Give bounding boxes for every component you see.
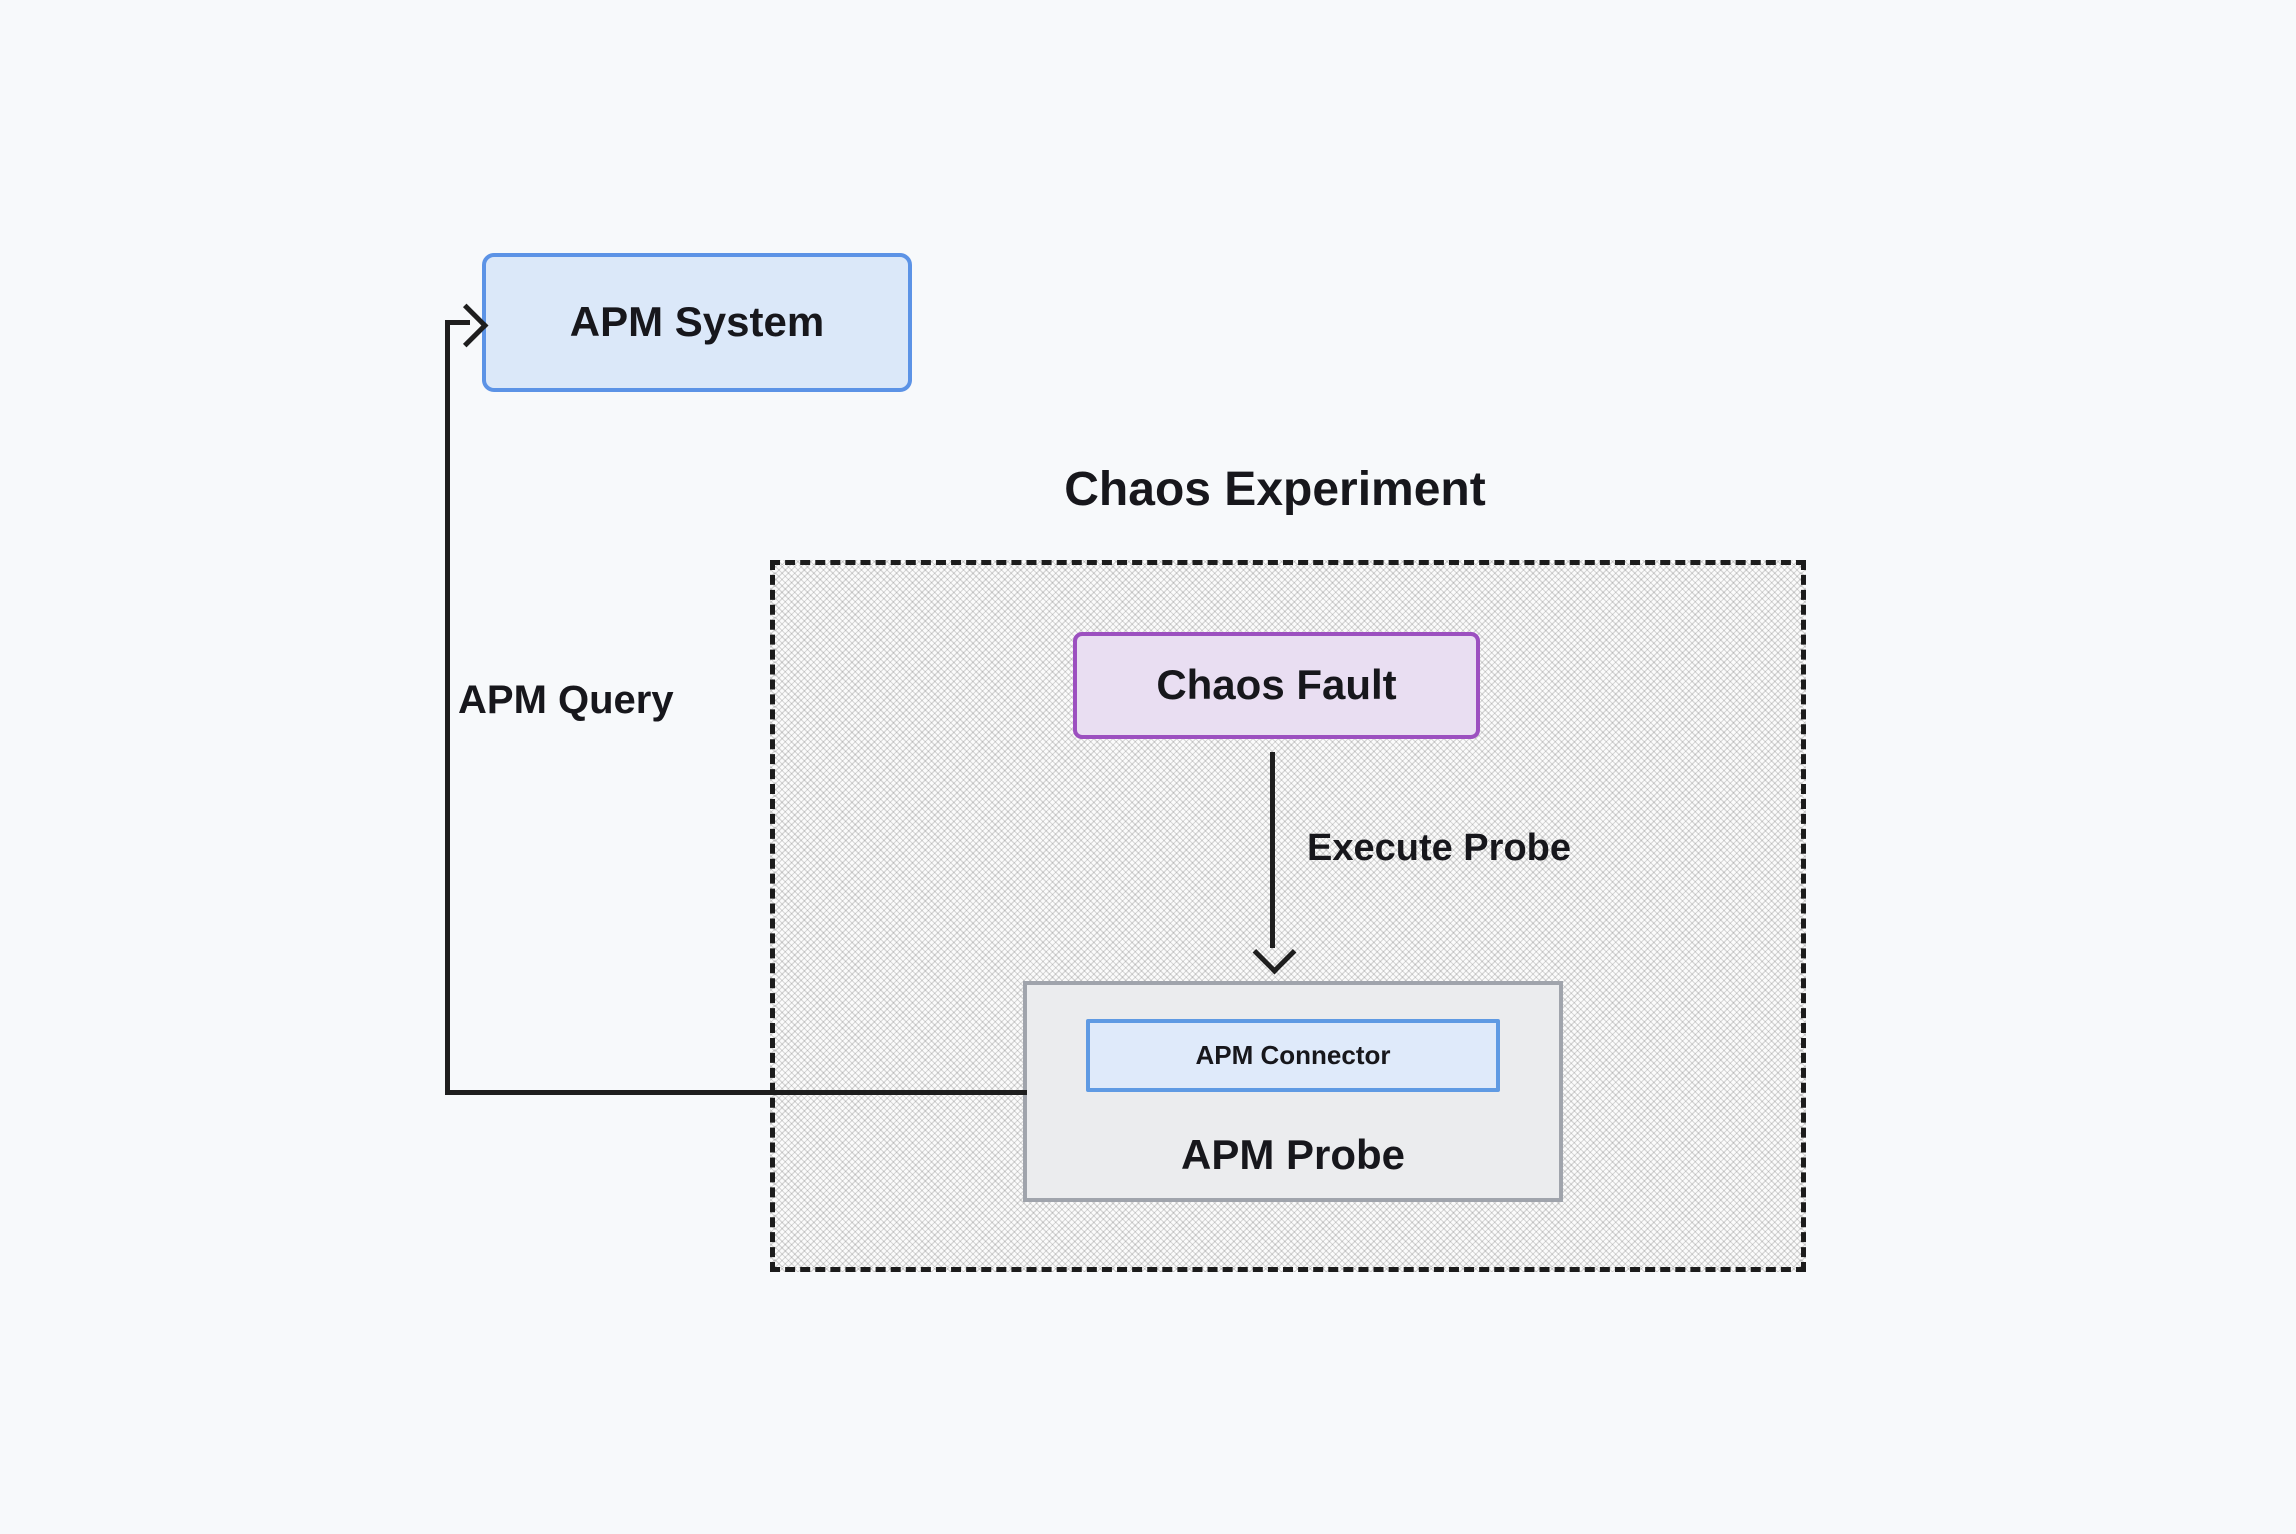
- apm-connector-label: APM Connector: [1195, 1040, 1391, 1071]
- apm-query-line-horizontal: [445, 1090, 1027, 1095]
- apm-probe-label: APM Probe: [1180, 1131, 1406, 1178]
- apm-probe-node: APM Connector APM Probe: [1023, 981, 1563, 1202]
- chaos-fault-node: Chaos Fault: [1073, 632, 1480, 739]
- chaos-experiment-group-title: Chaos Experiment: [1064, 463, 1486, 516]
- apm-connector-node: APM Connector: [1086, 1019, 1500, 1092]
- apm-system-label: APM System: [569, 298, 825, 346]
- apm-system-node: APM System: [482, 253, 912, 392]
- chaos-fault-label: Chaos Fault: [1156, 661, 1397, 709]
- apm-query-line-vertical: [445, 320, 450, 1095]
- apm-query-edge-label: APM Query: [458, 678, 674, 722]
- apm-query-line-elbow: [445, 320, 470, 325]
- execute-probe-edge-label: Execute Probe: [1307, 827, 1571, 869]
- execute-probe-arrow-line: [1270, 752, 1275, 948]
